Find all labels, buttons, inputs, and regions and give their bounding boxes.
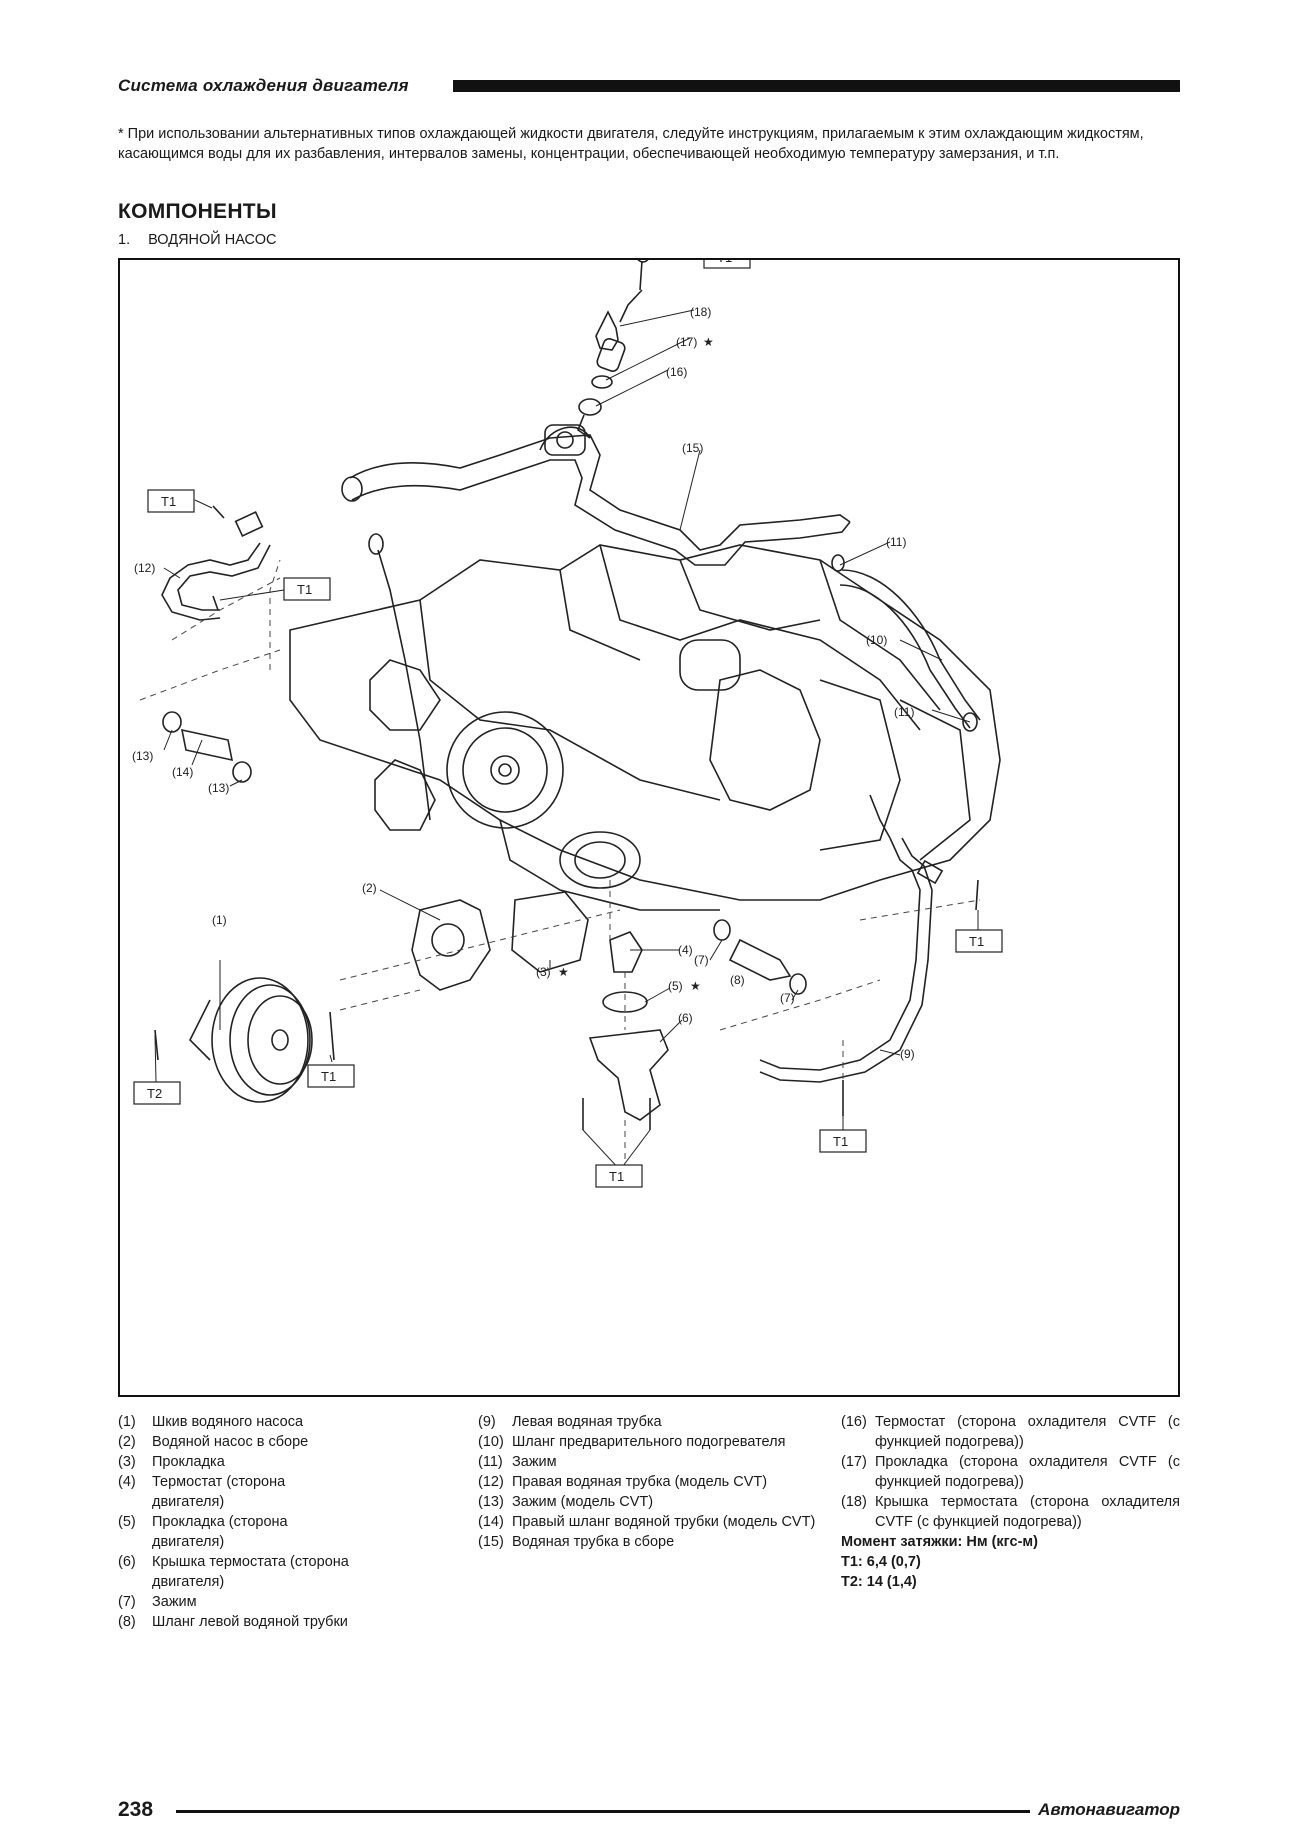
callout-12: (12) [134, 561, 155, 575]
torque-box-t1-lower: T1 [819, 1129, 867, 1153]
subsection-title: 1. ВОДЯНОЙ НАСОС [118, 232, 294, 248]
header-rule [453, 80, 1180, 92]
legend-item: (2)Водяной насос в сборе [118, 1434, 309, 1450]
callout-16: (16) [666, 365, 687, 379]
diagram-drawing: (18) (17) ★ (16) (15) (11) (10) (11) (12… [132, 260, 1003, 1188]
callout-15: (15) [682, 441, 703, 455]
legend-item: (4)Термостат (сторона двигателя) [118, 1474, 286, 1510]
callout-17: (17) [676, 335, 697, 349]
torque-box-t1-pump: T1 [307, 1064, 355, 1088]
callout-leaders [154, 309, 979, 1171]
water-pipe-assembly [341, 260, 851, 566]
publisher-brand: Автонавигатор [1038, 1800, 1180, 1819]
svg-text:T2: T2 [147, 1086, 162, 1101]
page-header: Система охлаждения двигателя [118, 76, 1180, 98]
assembly-guides [139, 559, 981, 1160]
callout-4: (4) [678, 943, 693, 957]
torque-box-t1-top: T1 [703, 260, 751, 269]
pump-components [154, 505, 979, 1130]
callout-14: (14) [172, 765, 193, 779]
legend-item: (3)Прокладка [118, 1454, 225, 1470]
svg-text:T1: T1 [321, 1069, 336, 1084]
subsection-label: ВОДЯНОЙ НАСОС [148, 232, 277, 248]
svg-text:T1: T1 [609, 1169, 624, 1184]
section-title: КОМПОНЕНТЫ [118, 200, 277, 223]
legend-item: (17)Прокладка (сторона охладителя CVTF (… [841, 1454, 1180, 1490]
callout-3-star: ★ [558, 965, 569, 979]
subsection-number: 1. [118, 232, 131, 248]
callout-11-lower: (11) [894, 705, 914, 719]
torque-t1: T1: 6,4 (0,7) [841, 1554, 921, 1570]
svg-text:T1: T1 [969, 934, 984, 949]
callout-6: (6) [678, 1011, 693, 1025]
legend-item: (7)Зажим [118, 1594, 197, 1610]
callout-7-right: (7) [780, 991, 795, 1005]
legend-item: (12)Правая водяная трубка (модель CVT) [478, 1474, 768, 1490]
legend-column-2: (9)Левая водяная трубка (10)Шланг предва… [478, 1412, 818, 1552]
svg-text:T1: T1 [717, 260, 732, 265]
legend-item: (9)Левая водяная трубка [478, 1414, 662, 1430]
callout-9: (9) [900, 1047, 915, 1061]
callout-5: (5) [668, 979, 683, 993]
torque-box-t1-pipe: T1 [147, 489, 195, 513]
exploded-diagram: (18) (17) ★ (16) (15) (11) (10) (11) (12… [118, 258, 1180, 1397]
chapter-title: Система охлаждения двигателя [118, 76, 419, 96]
callout-7-left: (7) [694, 953, 709, 967]
legend-item: (16)Термостат (сторона охладителя CVTF (… [841, 1414, 1180, 1450]
legend-item: (1)Шкив водяного насоса [118, 1414, 304, 1430]
torque-box-t1-right: T1 [955, 929, 1003, 953]
legend-item: (6)Крышка термостата (сторона двигателя) [118, 1554, 349, 1590]
callout-3: (3) [536, 965, 551, 979]
callout-17-star: ★ [703, 335, 714, 349]
callout-11-upper: (11) [886, 535, 906, 549]
callout-13-right: (13) [208, 781, 229, 795]
legend-item: (13)Зажим (модель CVT) [478, 1494, 654, 1510]
coolant-note: * При использовании альтернативных типов… [118, 126, 1144, 162]
legend-item: (11)Зажим [478, 1454, 557, 1470]
callout-13-left: (13) [132, 749, 153, 763]
legend-item: (15)Водяная трубка в сборе [478, 1534, 675, 1550]
legend-item: (14)Правый шланг водяной трубки (модель … [478, 1514, 816, 1530]
legend-item: (10)Шланг предварительного подогревателя [478, 1434, 786, 1450]
torque-heading: Момент затяжки: Нм (кгс-м) [841, 1534, 1038, 1550]
callout-2: (2) [362, 881, 377, 895]
torque-box-t1-mid: T1 [283, 577, 331, 601]
engine-block [289, 533, 1001, 911]
side-pipes [161, 511, 981, 1083]
callout-18: (18) [690, 305, 711, 319]
callout-10: (10) [866, 633, 887, 647]
legend-item: (18)Крышка термостата (сторона охладител… [841, 1494, 1180, 1530]
legend-column-1: (1)Шкив водяного насоса (2)Водяной насос… [118, 1412, 360, 1632]
callout-5-star: ★ [690, 979, 701, 993]
legend-column-3: (16)Термостат (сторона охладителя CVTF (… [841, 1412, 1180, 1592]
torque-t2: T2: 14 (1,4) [841, 1574, 917, 1590]
callout-8: (8) [730, 973, 745, 987]
callout-1: (1) [212, 913, 227, 927]
svg-text:T1: T1 [161, 494, 176, 509]
torque-box-t2: T2 [133, 1081, 181, 1105]
page-footer: 238 Автонавигатор [118, 1798, 1180, 1822]
torque-box-t1-cover: T1 [595, 1164, 643, 1188]
legend-item: (5)Прокладка (сторона двигателя) [118, 1514, 288, 1550]
svg-text:T1: T1 [297, 582, 312, 597]
legend-item: (8)Шланг левой водяной трубки [118, 1614, 348, 1630]
footer-rule [176, 1810, 1030, 1813]
page-number: 238 [118, 1798, 162, 1822]
svg-text:T1: T1 [833, 1134, 848, 1149]
